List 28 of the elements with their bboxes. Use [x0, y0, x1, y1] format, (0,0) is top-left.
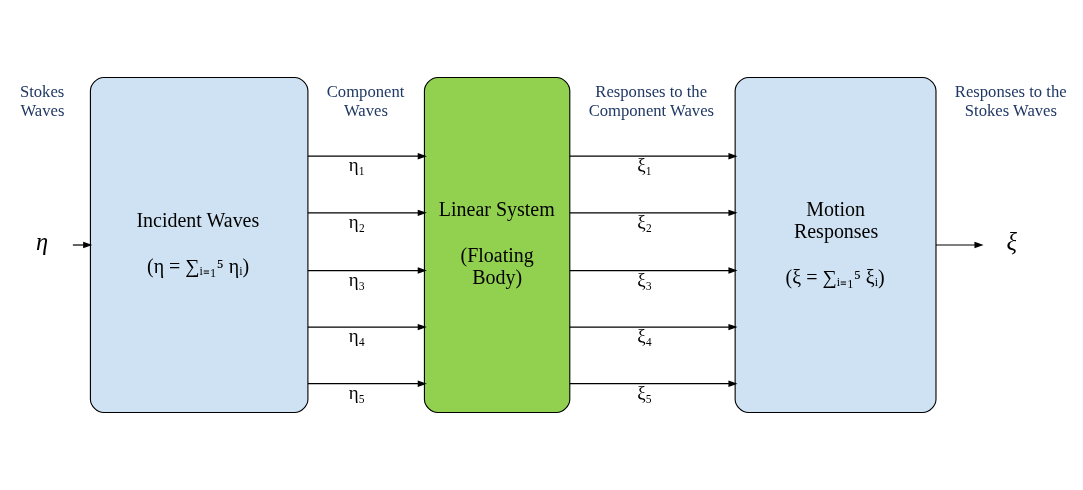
- arrow: [935, 241, 984, 249]
- arrow: [72, 241, 93, 249]
- label: Responses to the Component Waves: [588, 82, 715, 121]
- edge-label: η₂: [348, 210, 366, 232]
- arrow: [307, 153, 427, 160]
- arrow: [569, 153, 738, 160]
- arrow: [569, 380, 738, 387]
- arrow: [307, 380, 427, 387]
- arrow: [307, 209, 427, 216]
- edge-label: ξ₃: [637, 268, 653, 290]
- arrow: [569, 267, 738, 274]
- arrow: [307, 267, 427, 274]
- node-text: ξ: [1006, 228, 1017, 256]
- label: Responses to the Stokes Waves: [954, 82, 1067, 121]
- edge-label: η₁: [348, 154, 366, 176]
- node-text: η: [36, 228, 49, 256]
- arrow: [569, 323, 738, 331]
- edge-label: ξ₂: [637, 210, 653, 232]
- edge-label: η₅: [348, 381, 366, 403]
- edge-label: η₄: [348, 325, 366, 347]
- edge-label: ξ₁: [637, 154, 653, 176]
- edge-label: ξ₄: [637, 325, 653, 347]
- label: Stokes Waves: [19, 82, 65, 121]
- edge-label: ξ₅: [637, 381, 653, 403]
- edge-label: η₃: [348, 268, 366, 290]
- arrow: [307, 323, 427, 331]
- arrow: [569, 209, 738, 216]
- label: Component Waves: [326, 82, 405, 121]
